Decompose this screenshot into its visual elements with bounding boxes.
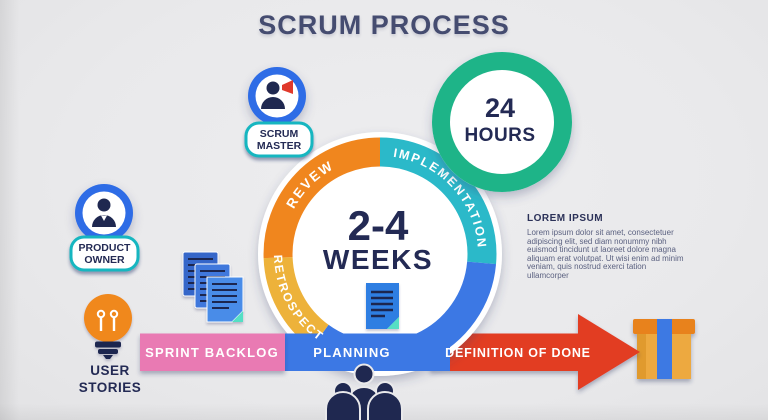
team-icon <box>325 363 403 420</box>
megaphone-icon <box>282 80 293 94</box>
segment-review <box>263 137 381 259</box>
scrum-master-label-1: SCRUM <box>260 128 299 140</box>
scrum-master-icon <box>261 80 293 109</box>
segment-retrospect <box>263 256 329 349</box>
description-block: LOREM IPSUM Lorem ipsum dolor sit amet, … <box>527 213 685 281</box>
product-owner-icon <box>92 198 116 227</box>
user-stories-label-1: USER <box>90 363 130 378</box>
sprint-backlog-label: SPRINT BACKLOG <box>145 345 279 360</box>
product-owner-label-1: PRODUCT <box>79 242 132 254</box>
page-title: SCRUM PROCESS <box>258 10 510 40</box>
daily-standup-value: 24 <box>485 93 515 123</box>
scrum-master-label-2: MASTER <box>257 140 302 152</box>
sprint-backlog-bar <box>140 333 285 371</box>
segment-implementation <box>379 137 497 265</box>
user-stories: USER STORIES <box>79 294 142 395</box>
description-body: Lorem ipsum dolor sit amet, consectetuer… <box>527 228 684 280</box>
definition-of-done-label: DEFINITION OF DONE <box>445 346 591 360</box>
gift-box-icon <box>633 319 695 379</box>
daily-standup-unit: HOURS <box>464 125 535 146</box>
sprint-duration-value: 2-4 <box>348 202 409 249</box>
planning-label: PLANNING <box>313 345 391 360</box>
product-owner-label-2: OWNER <box>84 254 125 266</box>
lightbulb-icon <box>84 294 132 359</box>
document-icon <box>366 283 399 329</box>
scrum-master-badge: SCRUM MASTER <box>244 67 314 158</box>
product-owner-badge: PRODUCT OWNER <box>69 184 140 272</box>
sprint-duration-unit: WEEKS <box>323 244 433 275</box>
sprint-ring-backing <box>258 132 502 376</box>
daily-standup-circle: 24 HOURS <box>432 52 572 192</box>
backlog-documents-icon <box>182 251 244 323</box>
user-stories-label-2: STORIES <box>79 380 142 395</box>
description-heading: LOREM IPSUM <box>527 213 604 224</box>
